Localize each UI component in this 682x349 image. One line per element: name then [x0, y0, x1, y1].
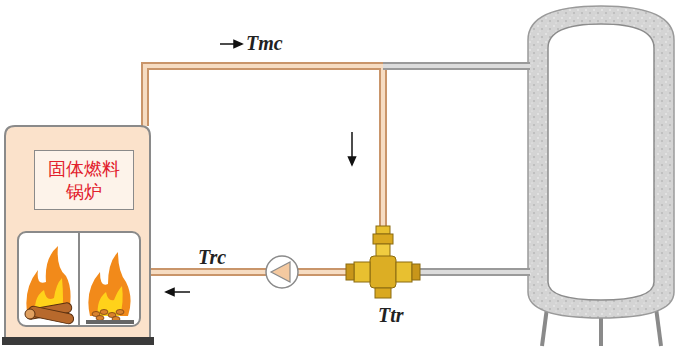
pump-body	[266, 256, 298, 288]
temperature-label: Ttr	[378, 304, 404, 327]
valve-port	[412, 264, 420, 280]
boiler-body	[5, 126, 150, 338]
flow-arrow	[234, 41, 242, 48]
return-pipe	[150, 270, 365, 274]
storage-tank	[528, 6, 674, 346]
pump-symbol	[271, 262, 290, 282]
valve-port	[346, 264, 354, 280]
flow-arrow	[166, 289, 174, 296]
mixing-valve	[346, 226, 420, 298]
tank-vessel	[548, 24, 654, 300]
door-split	[78, 232, 80, 326]
pipes	[145, 66, 530, 272]
boiler-base	[2, 337, 154, 345]
boiler-label: 固体燃料 锅炉	[44, 157, 124, 204]
flame	[88, 252, 130, 316]
flow-pipe	[145, 66, 383, 262]
circulation-pump	[266, 256, 298, 288]
tank-insulation	[528, 6, 674, 318]
grate	[86, 320, 134, 324]
fire-door	[18, 232, 140, 326]
flow-arrows	[166, 41, 356, 296]
valve-port	[396, 262, 412, 282]
valve-port	[354, 262, 370, 282]
valve-cap	[376, 226, 390, 234]
valve-body	[370, 256, 396, 288]
flow-arrow	[351, 132, 353, 160]
flow-arrow	[349, 157, 356, 165]
tank-pipe	[383, 64, 530, 68]
boiler	[2, 126, 154, 345]
valve-port	[375, 288, 391, 298]
tank-pipe	[383, 62, 530, 70]
boiler-label-box: 固体燃料 锅炉	[34, 150, 134, 210]
return-pipe	[150, 268, 365, 276]
temperature-label: Trc	[198, 246, 226, 269]
temperature-label: Tmc	[246, 32, 283, 55]
flow-pipe	[145, 66, 383, 262]
pellets	[92, 310, 124, 322]
logs	[25, 302, 75, 325]
valve-bonnet	[373, 234, 393, 244]
